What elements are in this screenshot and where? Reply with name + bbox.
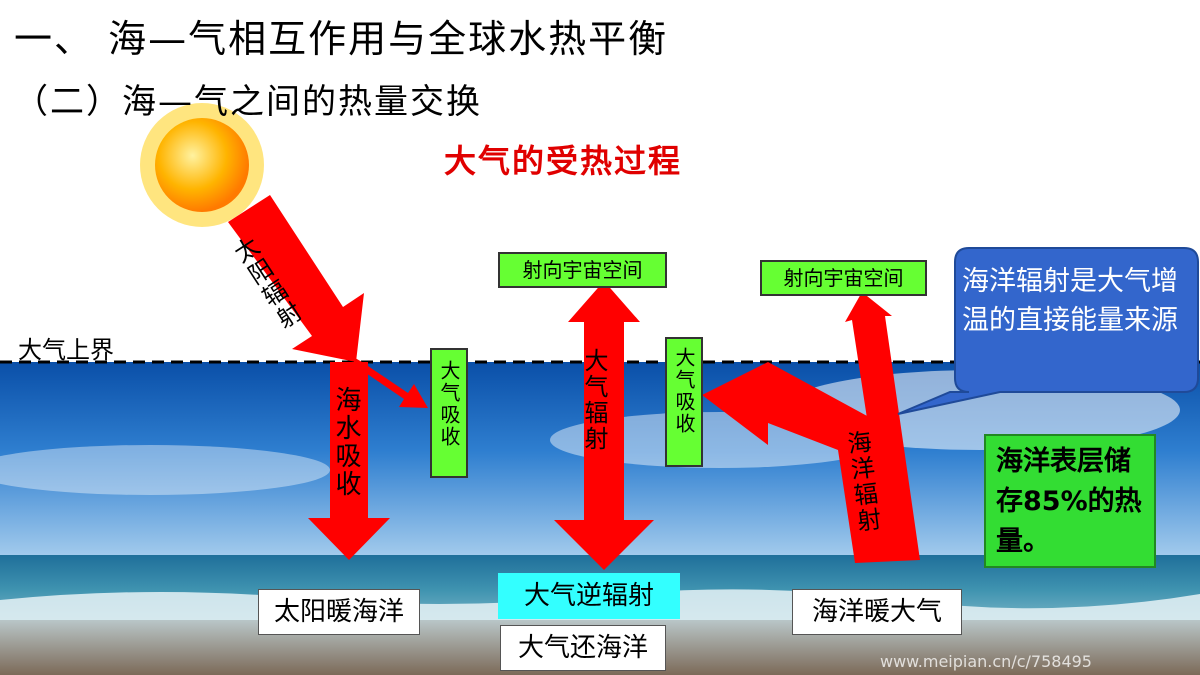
- to-space-left-box: 射向宇宙空间: [498, 252, 667, 288]
- callout-text: 海洋辐射是大气增温的直接能量来源: [962, 266, 1178, 336]
- page-title: 一、 海—气相互作用与全球水热平衡: [14, 17, 669, 61]
- atm-absorb-right-box: 大气吸收: [665, 337, 703, 467]
- boundary-label: 大气上界: [18, 336, 114, 364]
- sea-absorb-label: 海水吸收: [331, 386, 361, 498]
- ocean-warms-atm-label: 海洋暖大气: [792, 589, 962, 635]
- atm-absorb-right-label: 大气吸收: [672, 347, 696, 435]
- sun-warms-ocean-label: 太阳暖海洋: [258, 589, 420, 635]
- watermark: www.meipian.cn/c/758495: [880, 652, 1092, 671]
- counter-radiation-label: 大气逆辐射: [498, 573, 680, 619]
- cloud: [0, 445, 330, 495]
- atm-radiation-label: 大气辐射: [580, 348, 608, 452]
- sun-icon: [140, 103, 264, 227]
- solar-radiation-arrow: [228, 195, 364, 362]
- atm-radiation-arrow: [554, 281, 654, 570]
- ocean-radiation-arrow: [702, 292, 920, 563]
- diagram-title: 大气的受热过程: [444, 142, 683, 180]
- storage-note: 海洋表层储存85%的热量。: [984, 434, 1156, 568]
- atm-absorb-left-arrow: [350, 355, 428, 408]
- to-space-right-box: 射向宇宙空间: [760, 260, 927, 296]
- atm-absorb-left-box: 大气吸收: [430, 348, 468, 478]
- atm-absorb-left-label: 大气吸收: [437, 360, 461, 448]
- sea-absorb-arrow: [308, 362, 390, 560]
- section-title: （二）海—气之间的热量交换: [14, 82, 482, 122]
- atm-returns-ocean-label: 大气还海洋: [500, 625, 666, 671]
